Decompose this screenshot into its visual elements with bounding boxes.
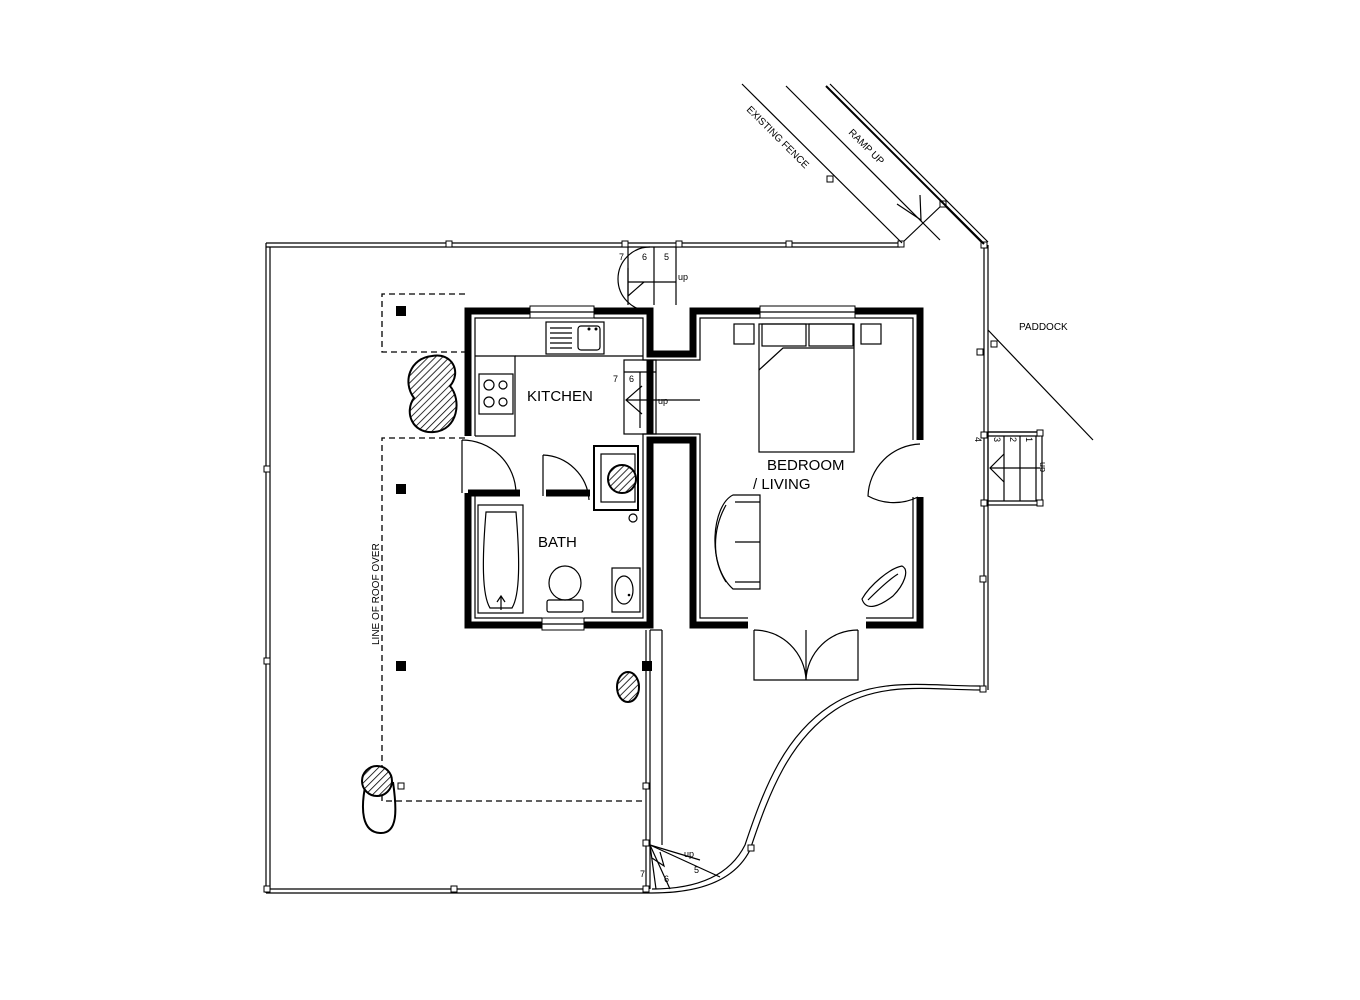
deck-post-icon: [785, 240, 793, 248]
deck-post-icon: [397, 782, 405, 790]
doors: [461, 246, 921, 681]
deck-post-icon: [747, 844, 755, 852]
roof-line: LINE OF ROOF OVER: [371, 293, 652, 802]
deck-post-icon: [450, 885, 458, 893]
roof-line-label: LINE OF ROOF OVER: [371, 543, 382, 645]
armchair: [861, 565, 907, 607]
deck-post-icon: [826, 175, 834, 183]
plants: [361, 354, 640, 835]
sofa: [714, 494, 761, 590]
deck-post-icon: [263, 885, 271, 893]
deck-post-icon: [642, 839, 650, 847]
roof-column-icon: [642, 661, 652, 671]
deck-post-icon: [980, 241, 988, 249]
kitchen-label: KITCHEN: [527, 388, 593, 405]
ramp: RAMP UP: [785, 83, 989, 245]
bedroom-fixtures: BEDROOM / LIVING: [714, 323, 907, 607]
drain-board-icon: [550, 327, 572, 349]
windows: [529, 305, 856, 631]
walls: [464, 307, 924, 629]
basin: [611, 567, 641, 613]
stairs-north: 7 6 5 up: [619, 247, 688, 305]
bathtub: [477, 504, 524, 614]
svg-text:up: up: [658, 396, 668, 406]
hatched-shrub-icon: [616, 671, 640, 703]
deck-post-icon: [621, 240, 629, 248]
burner-icon: [483, 396, 495, 408]
burner-icon: [498, 397, 508, 407]
svg-text:5: 5: [664, 252, 669, 262]
svg-text:up: up: [684, 849, 694, 859]
bath-door: [542, 454, 590, 501]
deck-post-icon: [445, 240, 453, 248]
hatched-shrub-icon: [407, 354, 458, 434]
bedroom-east-door: [867, 443, 921, 504]
deck-post-icon: [642, 782, 650, 790]
deck-post-icon: [979, 575, 987, 583]
existing-fence-label: EXISTING FENCE: [744, 104, 811, 171]
hot-water-unit: [600, 453, 638, 523]
paddock-fence: PADDOCK: [987, 322, 1094, 441]
svg-text:2: 2: [1008, 437, 1018, 442]
stairs-internal: 7 6 5 up: [613, 359, 700, 435]
deck-post-icon: [976, 348, 984, 356]
deck-post-icon: [263, 465, 271, 473]
deck-post-icon: [263, 657, 271, 665]
bath-label: BATH: [538, 534, 577, 551]
svg-text:3: 3: [992, 437, 1002, 442]
stairs-south: 7 6 5 up: [640, 844, 721, 890]
deck-post-icon: [642, 885, 650, 893]
kitchen-door: [461, 439, 517, 494]
roof-column-icon: [396, 661, 406, 671]
toilet: [546, 565, 584, 613]
svg-text:5: 5: [694, 865, 699, 875]
deck-post-icon: [979, 685, 987, 693]
stairs-east: 4 3 2 1 up: [973, 429, 1048, 507]
bedside-table: [860, 323, 882, 345]
svg-text:5: 5: [646, 374, 651, 384]
bath-fixtures: BATH: [477, 504, 641, 614]
svg-text:up: up: [678, 272, 688, 282]
bedside-table: [733, 323, 755, 345]
svg-text:6: 6: [664, 874, 669, 884]
kitchen-fixtures: KITCHEN: [475, 321, 643, 437]
paddock-label: PADDOCK: [1019, 322, 1068, 333]
hatched-shrub-icon: [361, 765, 393, 797]
svg-text:7: 7: [640, 869, 645, 879]
svg-text:1: 1: [1024, 437, 1034, 442]
svg-text:6: 6: [642, 252, 647, 262]
svg-text:up: up: [1038, 462, 1048, 472]
hatched-tank-icon: [607, 464, 637, 494]
svg-text:7: 7: [613, 374, 618, 384]
deck-post-icon: [897, 240, 905, 248]
bedroom-label-line1: BEDROOM: [767, 457, 845, 474]
deck-post-icon: [990, 340, 998, 348]
french-doors: [753, 629, 859, 681]
burner-icon: [498, 380, 508, 390]
burner-icon: [483, 379, 495, 391]
svg-text:6: 6: [629, 374, 634, 384]
stove: [478, 373, 514, 415]
svg-text:7: 7: [619, 252, 624, 262]
roof-column-icon: [396, 306, 406, 316]
svg-text:4: 4: [973, 437, 983, 442]
roof-column-icon: [396, 484, 406, 494]
bedroom-label-line2: / LIVING: [753, 476, 811, 493]
deck-post-icon: [675, 240, 683, 248]
sink: [545, 321, 605, 355]
